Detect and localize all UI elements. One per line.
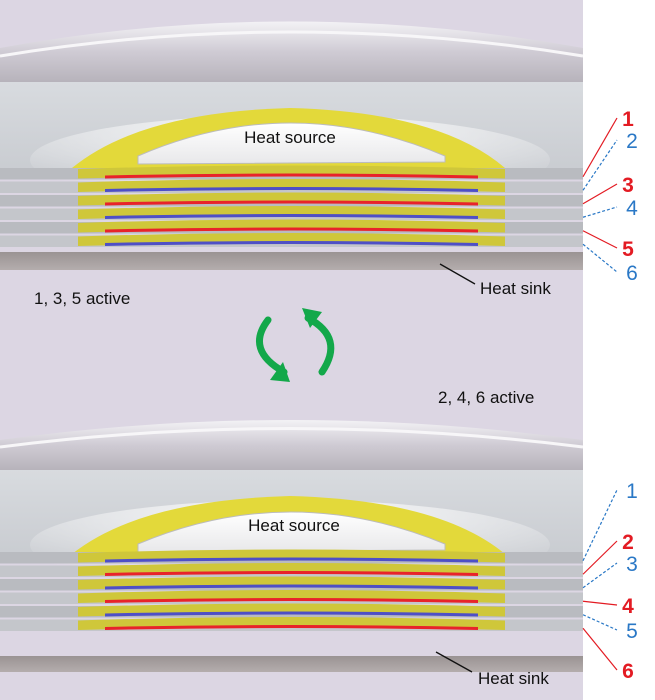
- top-heat-sink: [0, 252, 583, 270]
- top-active-caption: 1, 3, 5 active: [34, 289, 130, 308]
- layer-number-label: 2: [622, 531, 634, 554]
- inactive-layer-strip: [105, 584, 478, 590]
- top-heat-sink-label: Heat sink: [480, 279, 551, 298]
- top-heat-source-shape: [137, 122, 446, 165]
- layer-leader-line: [582, 117, 618, 178]
- layer-number-label: 3: [622, 174, 634, 197]
- cycle-arrows-icon: [256, 308, 335, 382]
- layer-number-label: 2: [626, 130, 638, 153]
- layer-leader-line: [582, 614, 618, 631]
- layer-number-label: 4: [622, 595, 634, 618]
- layer-number-label: 4: [626, 197, 638, 220]
- bottom-heat-sink-leader: [435, 651, 473, 673]
- inactive-layer-strip: [105, 611, 478, 617]
- bottom-layer-stack: [0, 549, 583, 631]
- layer-leader-line: [582, 243, 618, 273]
- layer-leader-line: [582, 540, 618, 575]
- active-layer-strip: [105, 200, 478, 206]
- top-panel: Heat source Heat sink 12 34 56 1, 3, 5 act…: [0, 21, 638, 308]
- layer-number-label: 1: [622, 108, 634, 131]
- bottom-heat-sink-label: Heat sink: [478, 669, 549, 688]
- top-layer-stack: [0, 165, 583, 247]
- active-layer-strip: [105, 625, 478, 630]
- bottom-panel: Heat source Heat sink 1 23 45 6: [0, 420, 638, 688]
- layer-leader-line: [582, 139, 618, 191]
- layer-number-label: 6: [622, 660, 634, 683]
- inactive-layer-strip: [105, 187, 478, 192]
- layer-leader-line: [582, 183, 618, 205]
- active-layer-strip: [105, 571, 478, 576]
- layer-leader-line: [582, 230, 618, 249]
- layer-leader-line: [582, 627, 618, 671]
- active-layer-strip: [105, 173, 478, 179]
- bottom-layer-labels: 1 23 45 6: [582, 480, 638, 683]
- layer-leader-line: [582, 489, 618, 562]
- top-heat-source-label: Heat source: [244, 128, 336, 147]
- bottom-heat-sink: [0, 656, 583, 672]
- active-layer-strip: [105, 598, 478, 603]
- active-layer-strip: [105, 227, 478, 233]
- inactive-layer-strip: [105, 241, 478, 246]
- layer-leader-line: [582, 206, 618, 218]
- bottom-heat-source-label: Heat source: [248, 516, 340, 535]
- bottom-heat-source-shape: [137, 511, 446, 553]
- top-cap-highlight: [0, 30, 584, 58]
- layer-number-label: 3: [626, 553, 638, 576]
- layer-number-label: 5: [622, 238, 634, 261]
- inactive-layer-strip: [105, 214, 478, 219]
- layer-number-label: 5: [626, 620, 638, 643]
- inactive-layer-strip: [105, 557, 478, 563]
- layer-leader-line: [582, 600, 618, 606]
- layer-number-label: 6: [626, 262, 638, 285]
- bottom-cap-highlight: [0, 427, 584, 449]
- layer-number-label: 1: [626, 480, 638, 503]
- layer-leader-line: [582, 562, 618, 589]
- top-heat-sink-leader: [439, 263, 476, 285]
- right-margin: [583, 0, 655, 700]
- top-layer-labels: 12 34 56: [582, 108, 638, 285]
- bottom-active-caption: 2, 4, 6 active: [438, 388, 534, 407]
